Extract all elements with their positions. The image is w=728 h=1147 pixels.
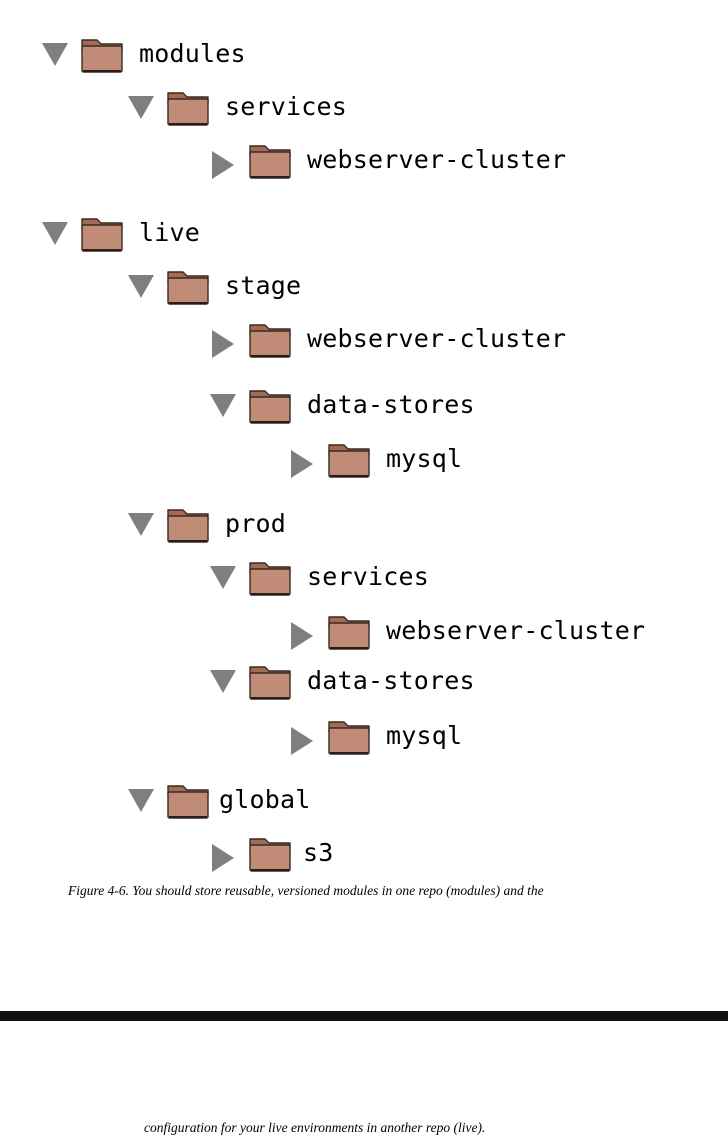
triangle-down-icon[interactable] xyxy=(209,558,237,608)
triangle-right-icon[interactable] xyxy=(209,320,237,370)
tree-item-label: live xyxy=(139,218,201,247)
folder-icon xyxy=(165,88,211,128)
tree-item-label: data-stores xyxy=(307,390,475,419)
folder-icon xyxy=(165,267,211,307)
triangle-right-icon[interactable] xyxy=(209,141,237,191)
folder-icon xyxy=(247,558,293,598)
folder-icon xyxy=(165,505,211,545)
folder-icon xyxy=(79,214,125,254)
tree-item-label: services xyxy=(225,92,348,121)
triangle-right-icon[interactable] xyxy=(288,440,316,490)
figure-caption-continued: configuration for your live environments… xyxy=(144,1120,486,1135)
tree-item-label: webserver-cluster xyxy=(386,616,646,645)
folder-icon xyxy=(165,781,211,821)
page-divider xyxy=(0,1011,728,1021)
folder-icon xyxy=(247,141,293,181)
tree-item-label: webserver-cluster xyxy=(307,145,567,174)
tree-item-label: stage xyxy=(225,271,302,300)
folder-icon xyxy=(326,612,372,652)
triangle-down-icon[interactable] xyxy=(127,267,155,317)
triangle-down-icon[interactable] xyxy=(127,88,155,138)
tree-item-label: mysql xyxy=(386,721,463,750)
triangle-down-icon[interactable] xyxy=(41,35,69,85)
tree-item-label: prod xyxy=(225,509,287,538)
folder-icon xyxy=(247,386,293,426)
tree-item-label: mysql xyxy=(386,444,463,473)
tree-item-label: data-stores xyxy=(307,666,475,695)
folder-icon xyxy=(247,662,293,702)
triangle-down-icon[interactable] xyxy=(41,214,69,264)
triangle-right-icon[interactable] xyxy=(288,612,316,662)
triangle-right-icon[interactable] xyxy=(209,834,237,884)
tree-item-label: global xyxy=(219,785,311,814)
triangle-down-icon[interactable] xyxy=(209,662,237,712)
folder-icon xyxy=(326,717,372,757)
tree-item-label: modules xyxy=(139,39,246,68)
triangle-right-icon[interactable] xyxy=(288,717,316,767)
triangle-down-icon[interactable] xyxy=(127,781,155,831)
triangle-down-icon[interactable] xyxy=(209,386,237,436)
folder-icon xyxy=(326,440,372,480)
tree-item-label: webserver-cluster xyxy=(307,324,567,353)
folder-icon xyxy=(247,834,293,874)
folder-icon xyxy=(247,320,293,360)
tree-item-label: s3 xyxy=(303,838,334,867)
figure-caption: Figure 4-6. You should store reusable, v… xyxy=(68,883,544,898)
tree-item-label: services xyxy=(307,562,430,591)
triangle-down-icon[interactable] xyxy=(127,505,155,555)
folder-icon xyxy=(79,35,125,75)
